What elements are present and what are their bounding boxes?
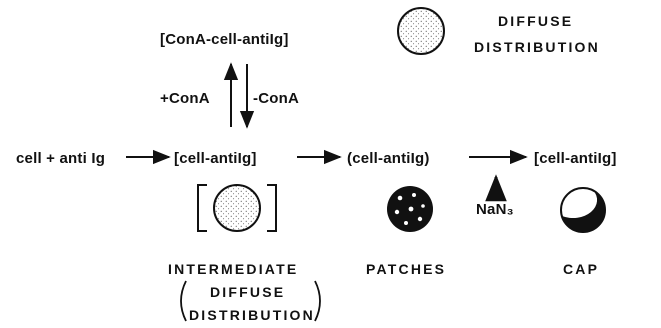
patches-label: PATCHES	[366, 261, 446, 277]
patches-cell-icon	[387, 186, 433, 232]
intermediate-cell-icon	[197, 184, 277, 232]
step3-complex-label: [cell-antiIg]	[534, 150, 617, 167]
intermediate-parentheses	[180, 280, 321, 322]
step1-complex-label: [cell-antiIg]	[174, 150, 257, 167]
minus-cona-label: -ConA	[253, 90, 299, 107]
diffuse-label-line2: DISTRIBUTION	[474, 39, 600, 55]
diffuse-cell-icon	[397, 7, 445, 55]
cap-label: CAP	[563, 261, 599, 277]
diffuse-label-line1: DIFFUSE	[498, 13, 573, 29]
reactants-label: cell + anti Ig	[16, 150, 105, 167]
cap-cell-icon	[560, 187, 606, 233]
intermediate-label-line1: INTERMEDIATE	[168, 261, 298, 277]
top-complex-label: [ConA-cell-antiIg]	[160, 31, 289, 48]
step2-complex-label: (cell-antiIg)	[347, 150, 430, 167]
plus-cona-label: +ConA	[160, 90, 210, 107]
cona-equilibrium-arrows	[223, 62, 255, 129]
intermediate-label-line3: DISTRIBUTION	[189, 307, 315, 323]
inhibitor-label: NaN₃	[476, 201, 514, 218]
intermediate-label-line2: DIFFUSE	[210, 284, 285, 300]
